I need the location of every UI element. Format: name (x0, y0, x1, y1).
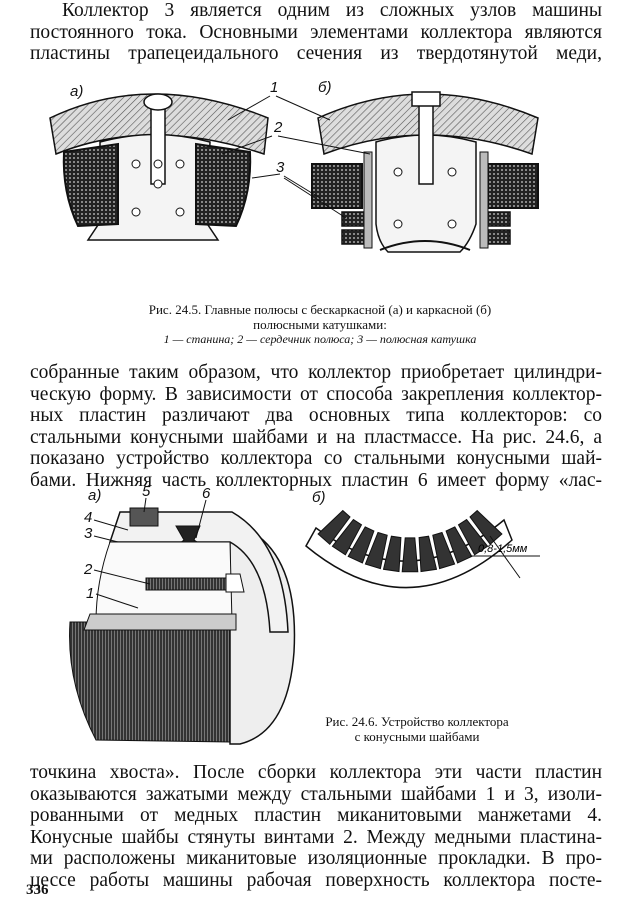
text-line: пластины трапецеидального сечения из тве… (30, 43, 602, 64)
collector-plate (445, 526, 473, 564)
text-line: бами. Нижняя часть коллекторных пластин … (30, 469, 602, 491)
figure-24-6-label-a: а) (88, 487, 101, 504)
text-line: собранные таким образом, что коллектор п… (30, 362, 602, 383)
text-line: точкина хвоста». После сборки коллектора… (30, 762, 602, 783)
text-line: цессе работы машины рабочая поверхность … (30, 869, 602, 891)
callout-2: 2 (273, 119, 283, 136)
collector-plate (469, 509, 503, 546)
caption-line: с конусными шайбами (354, 729, 480, 744)
text-line: Конусные шайбы стянуты винтами 2. Между … (30, 826, 602, 848)
callout-2: 2 (83, 561, 93, 578)
paragraph-intro: Коллектор 3 является одним из сложных уз… (30, 0, 602, 65)
callout-3: 3 (84, 525, 93, 542)
collector-plate (347, 526, 375, 564)
figure-24-5-caption: Рис. 24.5. Главные полюсы с бескаркасной… (40, 302, 600, 347)
collector-plate (382, 535, 402, 573)
figure-24-5: а) б) 1 2 3 (49, 79, 539, 253)
collector-plate (457, 518, 489, 556)
collector-plate (331, 518, 363, 556)
text-line: ческую форму. В зависимости от способа з… (30, 383, 602, 405)
figure-24-5-label-a: а) (70, 83, 83, 100)
paragraph-assembly: точкина хвоста». После сборки коллектора… (30, 762, 602, 891)
text-line: ми расположены миканитовые изоляционные … (30, 848, 602, 869)
paragraph-collector-types: собранные таким образом, что коллектор п… (30, 362, 602, 491)
dimension-label: 0,8-1,5мм (478, 543, 528, 555)
collector-diagram-a (69, 507, 296, 745)
text-line: ных пластин различают два основных типа … (30, 405, 602, 426)
text-line: стальными конусными шайбами и на пластма… (30, 426, 602, 448)
collector-plate (432, 531, 456, 570)
page-number: 336 (26, 882, 49, 898)
text-line: показано устройство коллектора со стальн… (30, 448, 602, 469)
text-line: постоянного тока. Основными элементами к… (30, 21, 602, 43)
collector-plate (401, 537, 419, 573)
caption-line: Рис. 24.5. Главные полюсы с бескаркасной… (148, 302, 492, 317)
figure-24-6-label-b: б) (312, 489, 325, 506)
callout-1: 1 (86, 585, 94, 602)
collector-plate (364, 531, 388, 570)
pole-diagram-a (49, 93, 269, 241)
collector-plate (418, 535, 438, 573)
callout-1: 1 (270, 79, 278, 96)
figure-24-6-caption: Рис. 24.6. Устройство коллектора с конус… (282, 714, 552, 744)
callout-4: 4 (84, 509, 92, 526)
figure-24-6: а) 5 6 4 3 2 1 б) 0,8-1,5мм (69, 483, 540, 745)
collector-plate (317, 509, 351, 546)
callout-3: 3 (276, 159, 285, 176)
caption-line: полюсными катушками: (253, 317, 387, 332)
caption-line: Рис. 24.6. Устройство коллектора (325, 714, 509, 729)
pole-diagram-b (311, 91, 539, 253)
text-line: Коллектор 3 является одним из сложных уз… (62, 0, 602, 21)
text-line: рованными от медных пластин миканитовыми… (30, 805, 602, 826)
callout-6: 6 (202, 485, 211, 502)
collector-segments-b (305, 509, 513, 589)
figure-24-5-label-b: б) (318, 79, 331, 96)
callout-5: 5 (142, 483, 151, 500)
text-line: оказываются зажатыми между стальными шай… (30, 783, 602, 805)
caption-line: 1 — станина; 2 — сердечник полюса; 3 — п… (163, 332, 477, 346)
